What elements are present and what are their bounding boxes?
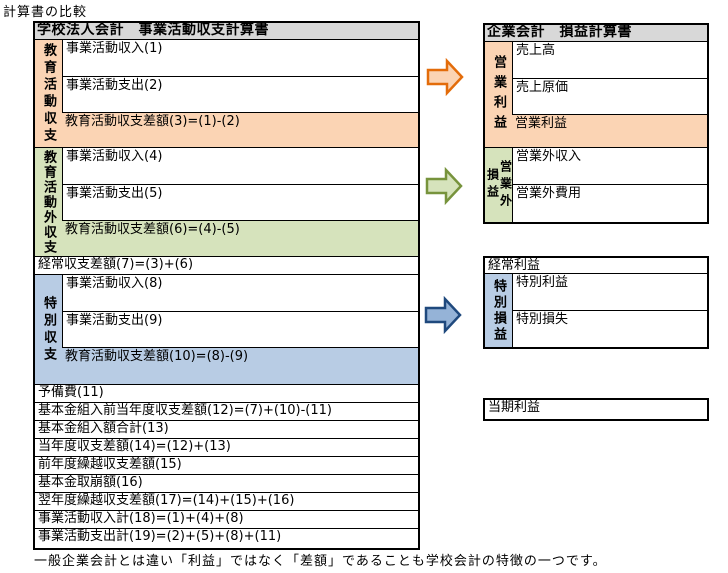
row-expense-total-19: 事業活動支出計(19)=(2)+(5)+(8)+(11) [38, 529, 282, 544]
row-operating-profit: 営業利益 [512, 115, 707, 148]
row-non-operating-expense: 営業外費用 [512, 185, 707, 222]
footer-note: 一般企業会計とは違い「利益」ではなく「差額」であることも学校会計の特徴の一つです… [34, 554, 607, 569]
school-table-header: 学校法人会計 事業活動収支計算書 [35, 23, 418, 40]
row-current-balance-14: 当年度収支差額(14)=(12)+(13) [35, 439, 418, 457]
section-label-special-text: 特別収支 [41, 295, 56, 364]
corporate-table-header: 企業会計 損益計算書 [485, 25, 707, 42]
row-special-loss: 特別損失 [512, 311, 707, 347]
row-ordinary-profit: 経常利益 [485, 258, 707, 274]
page-title: 計算書の比較 [3, 5, 88, 20]
section-label-non-operating-text: 営業外損益 [485, 159, 513, 211]
row-expense-5: 事業活動支出(5) [62, 185, 418, 221]
row-transfer-total-13: 基本金組入額合計(13) [35, 421, 418, 439]
row-sales: 売上高 [512, 42, 707, 79]
row-pre-transfer-12: 基本金組入前当年度収支差額(12)=(7)+(10)-(11) [35, 403, 418, 421]
flow-arrow-operating-icon [426, 58, 464, 96]
row-next-carryover-17: 翌年度繰越収支差額(17)=(14)+(15)+(16) [35, 493, 418, 511]
school-accounting-table: 学校法人会計 事業活動収支計算書 教育活動収支 事業活動収入(1) 事業活動支出… [33, 21, 420, 550]
row-income-4: 事業活動収入(4) [62, 148, 418, 185]
section-label-special: 特別収支 [35, 275, 62, 385]
row-fund-reversal-16: 基本金取崩額(16) [35, 475, 418, 493]
row-ordinary-7: 経常収支差額(7)=(3)+(6) [35, 257, 418, 275]
row-total-10: 教育活動収支差額(10)=(8)-(9) [62, 348, 418, 385]
section-label-operating-text: 営業利益 [491, 54, 506, 135]
row-total-6: 教育活動収支差額(6)=(4)-(5) [62, 221, 418, 257]
row-special-gain: 特別利益 [512, 274, 707, 311]
corporate-special-table: 経常利益 特別損益 特別利益 特別損失 [483, 256, 709, 349]
section-label-special-pl: 特別損益 [485, 274, 512, 347]
flow-arrow-non-operating-icon [425, 167, 463, 205]
section-label-non-operating: 営業外損益 [485, 148, 513, 222]
row-reserve-11: 予備費(11) [35, 385, 418, 403]
row-income-1: 事業活動収入(1) [62, 40, 418, 77]
corporate-accounting-table: 企業会計 損益計算書 営業利益 売上高 売上原価 営業利益 営業外損益 営業外収… [483, 23, 709, 224]
section-label-education-external-text: 教育活動外収支 [41, 149, 56, 255]
row-income-8: 事業活動収入(8) [62, 275, 418, 312]
row-expense-2: 事業活動支出(2) [62, 77, 418, 113]
row-total-3: 教育活動収支差額(3)=(1)-(2) [62, 113, 418, 148]
row-non-operating-income: 営業外収入 [512, 148, 707, 185]
row-cost-of-sales: 売上原価 [512, 79, 707, 115]
row-prev-carryover-15: 前年度繰越収支差額(15) [35, 457, 418, 475]
row-income-total-18: 事業活動収入計(18)=(1)+(4)+(8) [35, 511, 418, 529]
row-expense-9: 事業活動支出(9) [62, 312, 418, 348]
flow-arrow-special-icon [424, 296, 462, 334]
section-label-operating: 営業利益 [485, 42, 512, 148]
corporate-net-income-table: 当期利益 [483, 398, 709, 421]
section-label-education: 教育活動収支 [35, 40, 62, 148]
section-label-education-external: 教育活動外収支 [35, 148, 62, 257]
section-label-special-pl-text: 特別損益 [491, 278, 506, 343]
section-label-education-text: 教育活動収支 [41, 42, 56, 145]
row-net-income: 当期利益 [488, 400, 541, 415]
